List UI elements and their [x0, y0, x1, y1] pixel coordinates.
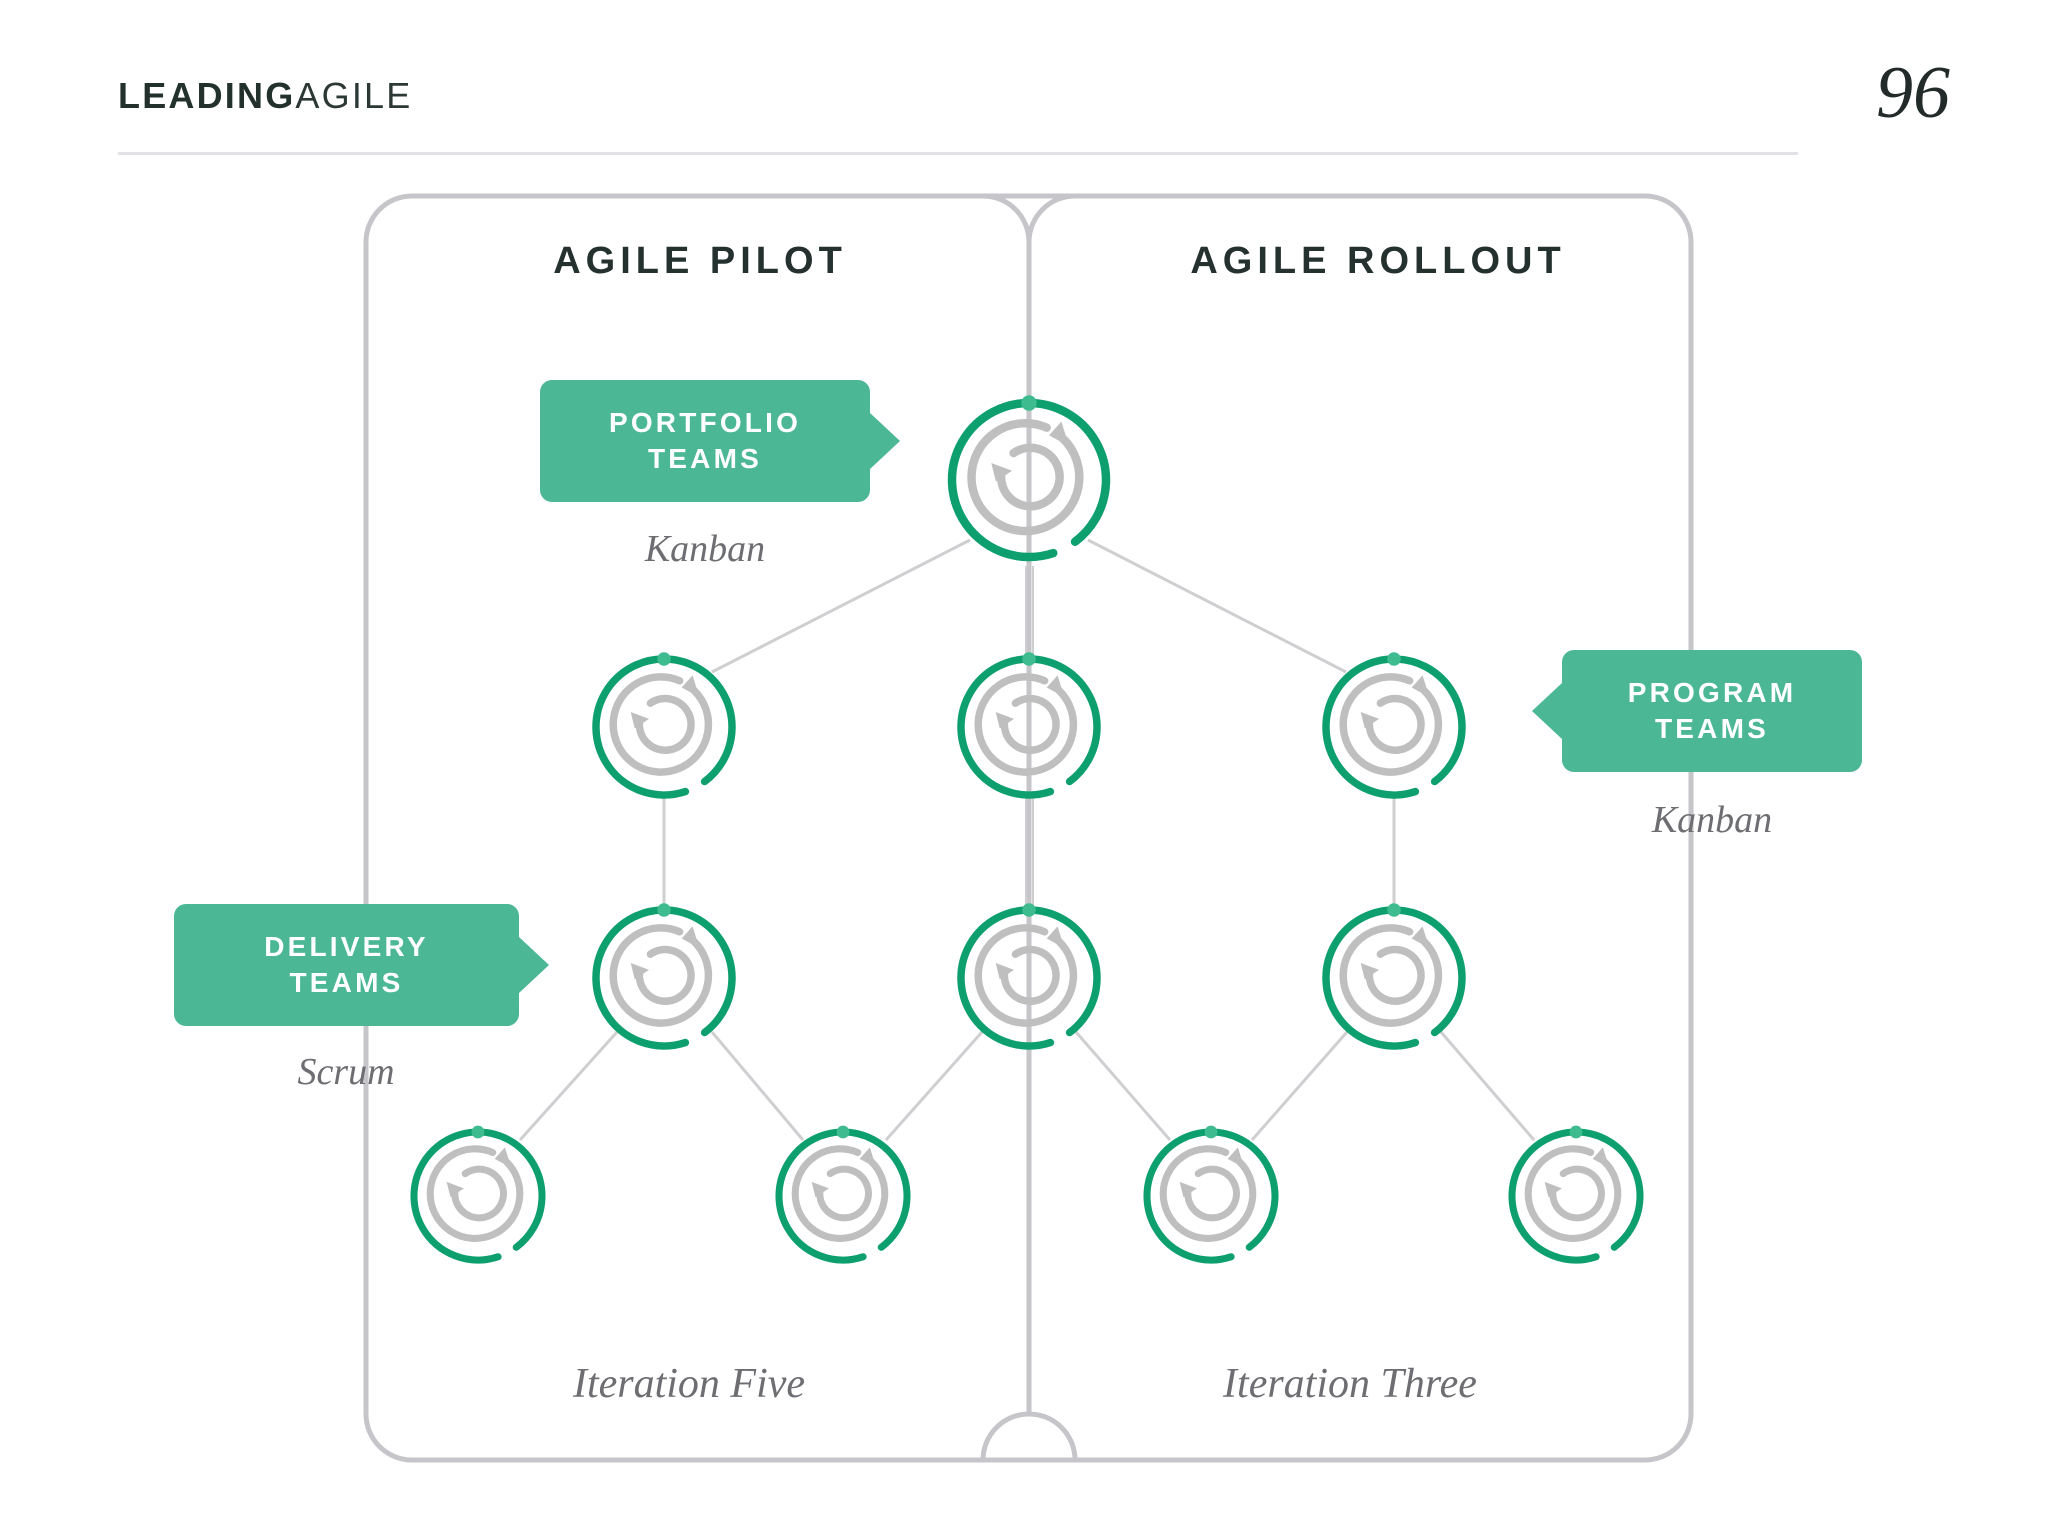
node-delivery-1[interactable]: [596, 903, 732, 1046]
callout-portfolio-teams[interactable]: PORTFOLIO TEAMS: [540, 380, 900, 502]
connector-delivery-left-to-team-2: [710, 1031, 805, 1141]
sub-label-portfolio-method: Kanban: [644, 528, 766, 570]
connector-delivery-mid-to-team-2: [884, 1031, 984, 1141]
callout-portfolio-line2: TEAMS: [648, 443, 762, 474]
panel-outline-agile-rollout: [1029, 193, 1694, 1463]
page-number: 96: [1876, 52, 1950, 134]
callout-tail-left-icon: [1532, 683, 1562, 739]
panel-center-divider-mirror: [980, 193, 1076, 1461]
node-team-3[interactable]: [1147, 1126, 1275, 1260]
brand-name-bold: LEADING: [118, 75, 296, 116]
node-team-2[interactable]: [779, 1126, 907, 1260]
connector-portfolio-to-program-left: [711, 538, 971, 674]
callout-delivery-line2: TEAMS: [289, 967, 404, 998]
callout-portfolio-line1: PORTFOLIO: [608, 407, 802, 439]
iteration-label-agile-pilot: Iteration Five: [572, 1361, 806, 1407]
connector-group: [518, 538, 1536, 1142]
connector-delivery-right-to-team-4: [1439, 1031, 1536, 1141]
callout-program-line1: PROGRAM: [1627, 677, 1797, 709]
sub-label-delivery-method: Scrum: [297, 1051, 395, 1093]
node-delivery-3[interactable]: [1326, 903, 1462, 1046]
node-program-1[interactable]: [596, 652, 732, 795]
node-team-4[interactable]: [1512, 1126, 1640, 1260]
callout-program-teams[interactable]: PROGRAM TEAMS: [1532, 650, 1862, 772]
node-team-1[interactable]: [414, 1126, 542, 1260]
connector-delivery-right-to-team-3: [1250, 1031, 1349, 1141]
callout-delivery-line1: DELIVERY: [264, 931, 429, 963]
brand-logo: LEADINGAGILE: [118, 78, 412, 114]
panel-outline-agile-pilot: [363, 193, 1029, 1463]
connector-portfolio-to-program-right: [1087, 538, 1347, 674]
iteration-label-agile-rollout: Iteration Three: [1223, 1361, 1477, 1407]
panel-title-agile-rollout: AGILE ROLLOUT: [1190, 240, 1566, 282]
callout-tail-right-icon-2: [519, 937, 549, 993]
header-divider-rule: [118, 152, 1798, 155]
callout-tail-right-icon: [870, 413, 900, 469]
panel-title-agile-pilot: AGILE PILOT: [553, 240, 847, 282]
connector-delivery-mid-to-team-3: [1074, 1031, 1172, 1141]
sub-label-program-method: Kanban: [1651, 799, 1773, 841]
connector-delivery-left-to-team-1: [518, 1030, 619, 1142]
callout-program-line2: TEAMS: [1655, 713, 1769, 744]
node-program-3[interactable]: [1326, 652, 1462, 795]
callout-delivery-teams[interactable]: DELIVERY TEAMS: [174, 904, 549, 1026]
connector-group-double: [1025, 566, 1034, 908]
brand-name-light: AGILE: [295, 75, 413, 116]
